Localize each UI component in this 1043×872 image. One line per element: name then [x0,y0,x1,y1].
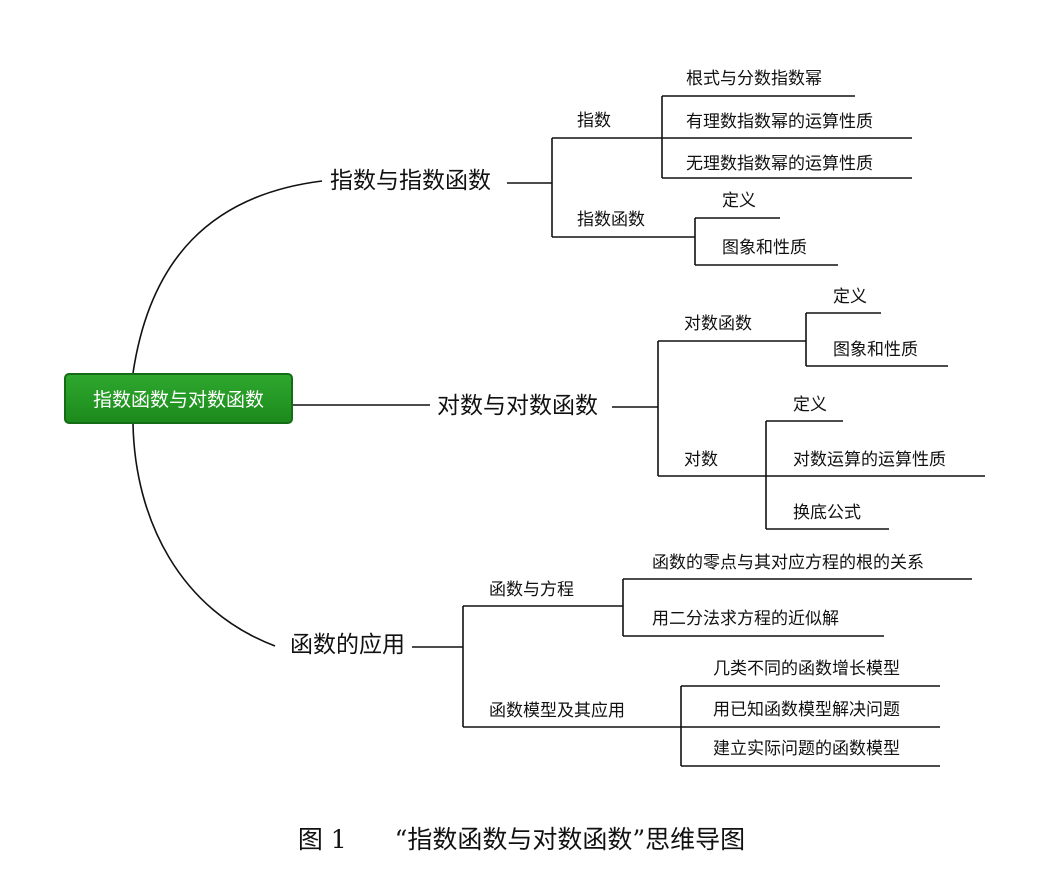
leaf-item: 定义 [722,191,756,211]
leaf-item: 有理数指数幂的运算性质 [686,112,873,132]
leaf-item: 定义 [793,395,827,415]
connector-root-exp [132,180,323,374]
leaf-item: 建立实际问题的函数模型 [713,739,900,759]
leaf-item: 定义 [833,287,867,307]
leaf-item: 几类不同的函数增长模型 [713,659,900,679]
figure-caption: 图 1 “指数函数与对数函数”思维导图 [0,820,1043,856]
leaf-item: 图象和性质 [833,340,918,360]
node-moxing: 函数模型及其应用 [489,701,625,721]
branch-app-label: 函数的应用 [290,632,405,658]
node-duishu-hanshu: 对数函数 [684,314,752,334]
node-zhishu-hanshu: 指数函数 [577,210,645,230]
leaf-item: 用已知函数模型解决问题 [713,700,900,720]
root-topic-node: 指数函数与对数函数 [64,373,293,424]
leaf-item: 根式与分数指数幂 [686,69,822,89]
leaf-item: 换底公式 [793,503,861,523]
figure-title: “指数函数与对数函数”思维导图 [394,825,746,854]
node-duishu: 对数 [684,450,718,470]
branch-log-label: 对数与对数函数 [437,393,598,419]
leaf-item: 用二分法求方程的近似解 [652,609,839,629]
connector-root-app [132,423,276,647]
branch-exp-label: 指数与指数函数 [330,168,491,194]
leaf-item: 无理数指数幂的运算性质 [686,154,873,174]
node-fangcheng: 函数与方程 [489,580,574,600]
figure-number: 图 1 [297,825,347,854]
leaf-item: 对数运算的运算性质 [793,450,946,470]
leaf-item: 函数的零点与其对应方程的根的关系 [652,553,924,573]
leaf-item: 图象和性质 [722,238,807,258]
node-zhishu: 指数 [577,111,611,131]
